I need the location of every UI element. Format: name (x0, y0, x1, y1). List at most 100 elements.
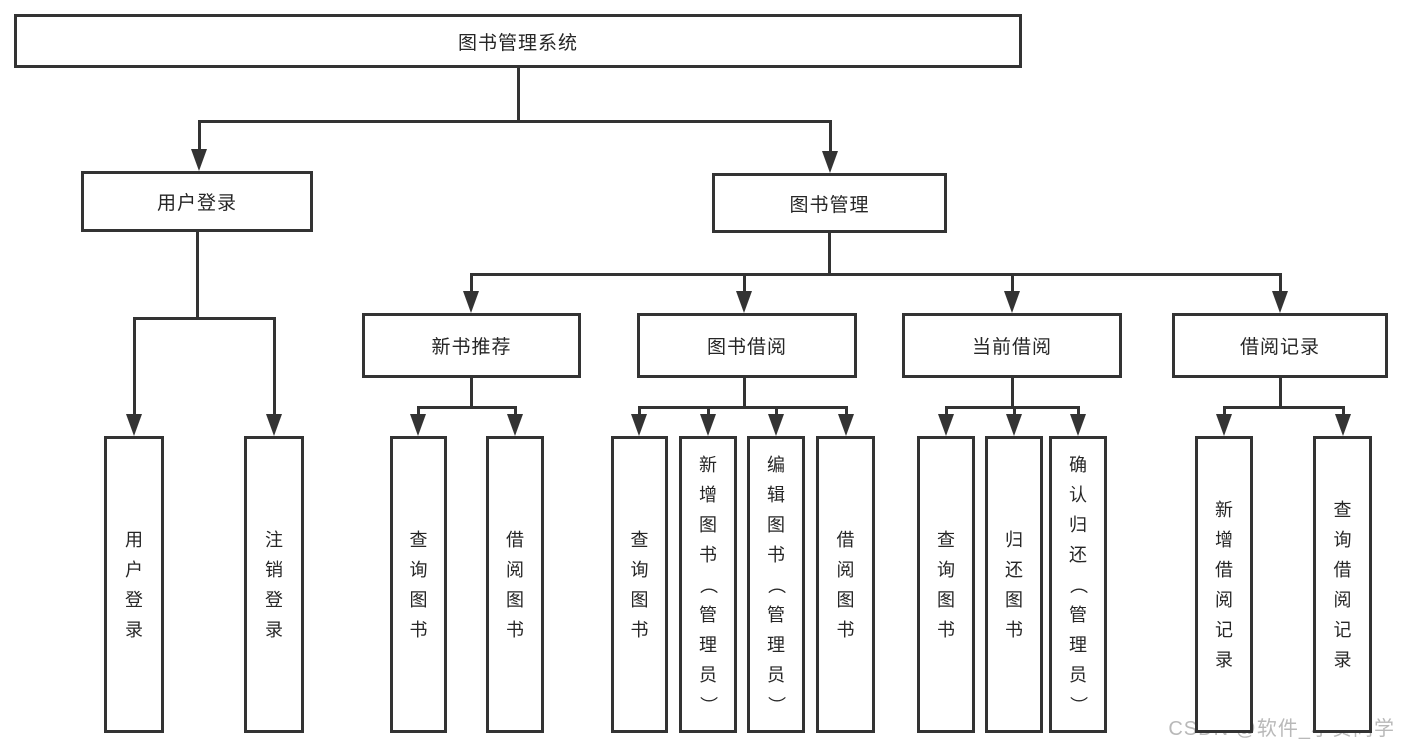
node-label-leaf-logout: 注销登录 (265, 439, 283, 730)
node-label-char: 阅 (1215, 589, 1233, 610)
node-label-char: 询 (1333, 529, 1352, 550)
arrowhead-down-icon (1004, 291, 1020, 313)
node-label-leaf-user-login: 用户登录 (125, 439, 143, 730)
node-label-char: 辑 (767, 484, 785, 505)
node-label-char: 新 (699, 454, 717, 475)
connector-drop-mgmt-to-level2 (469, 273, 473, 297)
node-book-mgmt: 图书管理 (712, 173, 947, 233)
node-label-char: 理 (1069, 634, 1087, 655)
arrowhead-down-icon (700, 414, 716, 436)
node-label-char: 书 (630, 619, 649, 640)
node-label-char: 录 (265, 619, 283, 640)
node-label-leaf-cur-query: 查询图书 (937, 439, 955, 730)
node-label-root: 图书管理系统 (457, 32, 578, 54)
connector-stem-root-to-level1 (516, 68, 520, 123)
node-leaf-cur-return: 归还图书 (985, 436, 1043, 733)
arrowhead-down-icon (1272, 291, 1288, 313)
node-current-borrow: 当前借阅 (902, 313, 1122, 378)
node-user-login: 用户登录 (81, 171, 313, 232)
connector-drop-login-to-leaves (132, 317, 136, 420)
arrowhead-down-icon (1216, 414, 1232, 436)
node-label-char: 户 (125, 559, 143, 580)
node-leaf-logout: 注销登录 (244, 436, 304, 733)
node-label-char: 图 (1005, 589, 1023, 610)
connector-rail-current-to-leaves (944, 406, 1080, 409)
node-label-char: 书 (836, 619, 855, 640)
node-leaf-nb-query: 查询图书 (390, 436, 447, 733)
node-label-leaf-bw-edit: 编辑图书（管理员） (766, 439, 786, 730)
node-label-leaf-rec-query: 查询借阅记录 (1334, 439, 1352, 730)
node-label-char: 录 (125, 619, 143, 640)
node-label-char: 记 (1333, 619, 1352, 640)
connector-drop-mgmt-to-level2 (1010, 273, 1014, 297)
arrowhead-down-icon (507, 414, 523, 436)
connector-drop-mgmt-to-level2 (1278, 273, 1282, 297)
node-label-book-mgmt: 图书管理 (789, 194, 870, 216)
connector-drop-login-to-leaves (272, 317, 276, 420)
node-label-char: 书 (409, 619, 428, 640)
connector-drop-newbook-to-leaves (513, 406, 517, 420)
arrowhead-down-icon (938, 414, 954, 436)
connector-stem-current-to-leaves (1010, 378, 1014, 409)
node-leaf-nb-borrow: 借阅图书 (486, 436, 544, 733)
node-label-char: 书 (937, 619, 955, 640)
node-label-char: 阅 (506, 559, 524, 580)
connector-rail-root-to-level1 (197, 120, 832, 123)
arrowhead-down-icon (463, 291, 479, 313)
node-label-char: （ (1068, 575, 1088, 594)
node-label-new-book: 新书推荐 (431, 337, 512, 358)
connector-drop-current-to-leaves (1076, 406, 1080, 420)
node-label-char: 还 (1069, 544, 1087, 565)
node-label-char: 查 (409, 529, 428, 550)
node-label-char: 图 (836, 589, 855, 610)
node-borrow-records: 借阅记录 (1172, 313, 1388, 378)
node-label-char: 归 (1069, 514, 1087, 535)
node-label-char: 员 (767, 664, 785, 685)
node-label-leaf-cur-return: 归还图书 (1005, 439, 1023, 730)
node-label-char: 增 (1215, 529, 1233, 550)
node-label-char: 归 (1005, 529, 1023, 550)
connector-drop-newbook-to-leaves (416, 406, 420, 420)
node-new-book: 新书推荐 (362, 313, 581, 378)
node-label-char: 编 (767, 454, 785, 475)
node-label-char: 图 (937, 589, 955, 610)
node-label-char: 增 (699, 484, 717, 505)
node-label-char: 理 (767, 634, 785, 655)
node-label-char: 登 (125, 589, 143, 610)
node-label-char: 认 (1069, 484, 1087, 505)
arrowhead-down-icon (410, 414, 426, 436)
node-label-char: 新 (1215, 499, 1233, 520)
node-label-leaf-bw-borrow: 借阅图书 (837, 439, 855, 730)
connector-rail-mgmt-to-level2 (469, 273, 1282, 276)
node-label-char: 询 (937, 559, 955, 580)
connector-drop-mgmt-to-level2 (742, 273, 746, 297)
node-label-char: 阅 (836, 559, 855, 580)
node-label-book-borrow: 图书借阅 (706, 337, 787, 358)
node-label-char: 借 (836, 529, 855, 550)
node-label-char: 员 (1069, 664, 1087, 685)
node-book-borrow: 图书借阅 (637, 313, 857, 378)
connector-drop-borrow-to-leaves (706, 406, 710, 420)
node-label-char: 图 (506, 589, 524, 610)
connector-rail-newbook-to-leaves (416, 406, 517, 409)
arrowhead-down-icon (126, 414, 142, 436)
node-label-char: 书 (699, 544, 717, 565)
connector-drop-current-to-leaves (1012, 406, 1016, 420)
arrowhead-down-icon (266, 414, 282, 436)
arrowhead-down-icon (736, 291, 752, 313)
connector-drop-current-to-leaves (944, 406, 948, 420)
node-label-leaf-bw-query: 查询图书 (631, 439, 649, 730)
node-label-char: 借 (1333, 559, 1352, 580)
node-label-char: 询 (630, 559, 649, 580)
node-label-leaf-nb-query: 查询图书 (410, 439, 428, 730)
node-root: 图书管理系统 (14, 14, 1022, 68)
node-label-char: 登 (265, 589, 283, 610)
connector-rail-login-to-leaves (132, 317, 276, 320)
connector-drop-borrow-to-leaves (637, 406, 641, 420)
node-label-char: 管 (699, 604, 717, 625)
node-leaf-cur-query: 查询图书 (917, 436, 975, 733)
node-label-leaf-rec-add: 新增借阅记录 (1215, 439, 1233, 730)
connector-drop-records-to-leaves (1341, 406, 1345, 420)
connector-stem-newbook-to-leaves (469, 378, 473, 409)
node-leaf-bw-query: 查询图书 (611, 436, 668, 733)
